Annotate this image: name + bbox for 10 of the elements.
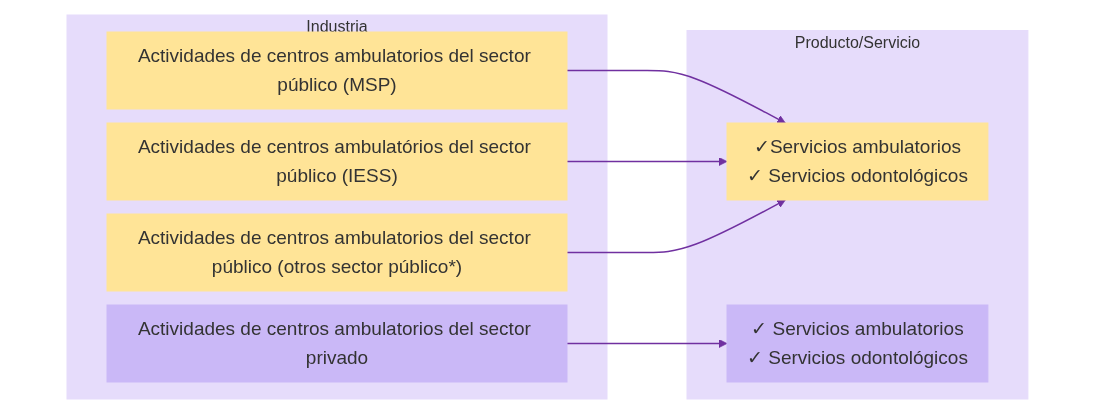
arrow bbox=[565, 69, 786, 124]
node-box: ✓ Servicios ambulatorios ✓ Servicios odontológicos bbox=[726, 304, 988, 383]
arrow bbox=[565, 157, 727, 166]
node-box: Actividades de centros ambulatorios del sector público (otros sector público*) bbox=[106, 213, 568, 292]
arrow bbox=[565, 199, 786, 254]
node-box: ✓Servicios ambulatorios ✓ Servicios odontológicos bbox=[726, 122, 988, 201]
node-box: Actividades de centros ambulatorios del sector público (MSP) bbox=[106, 31, 568, 110]
arrow bbox=[565, 339, 727, 348]
node-box: Actividades de centros ambulatórios del sector público (IESS) bbox=[106, 122, 568, 201]
node-box: Actividades de centros ambulatorios del sector privado bbox=[106, 304, 568, 383]
